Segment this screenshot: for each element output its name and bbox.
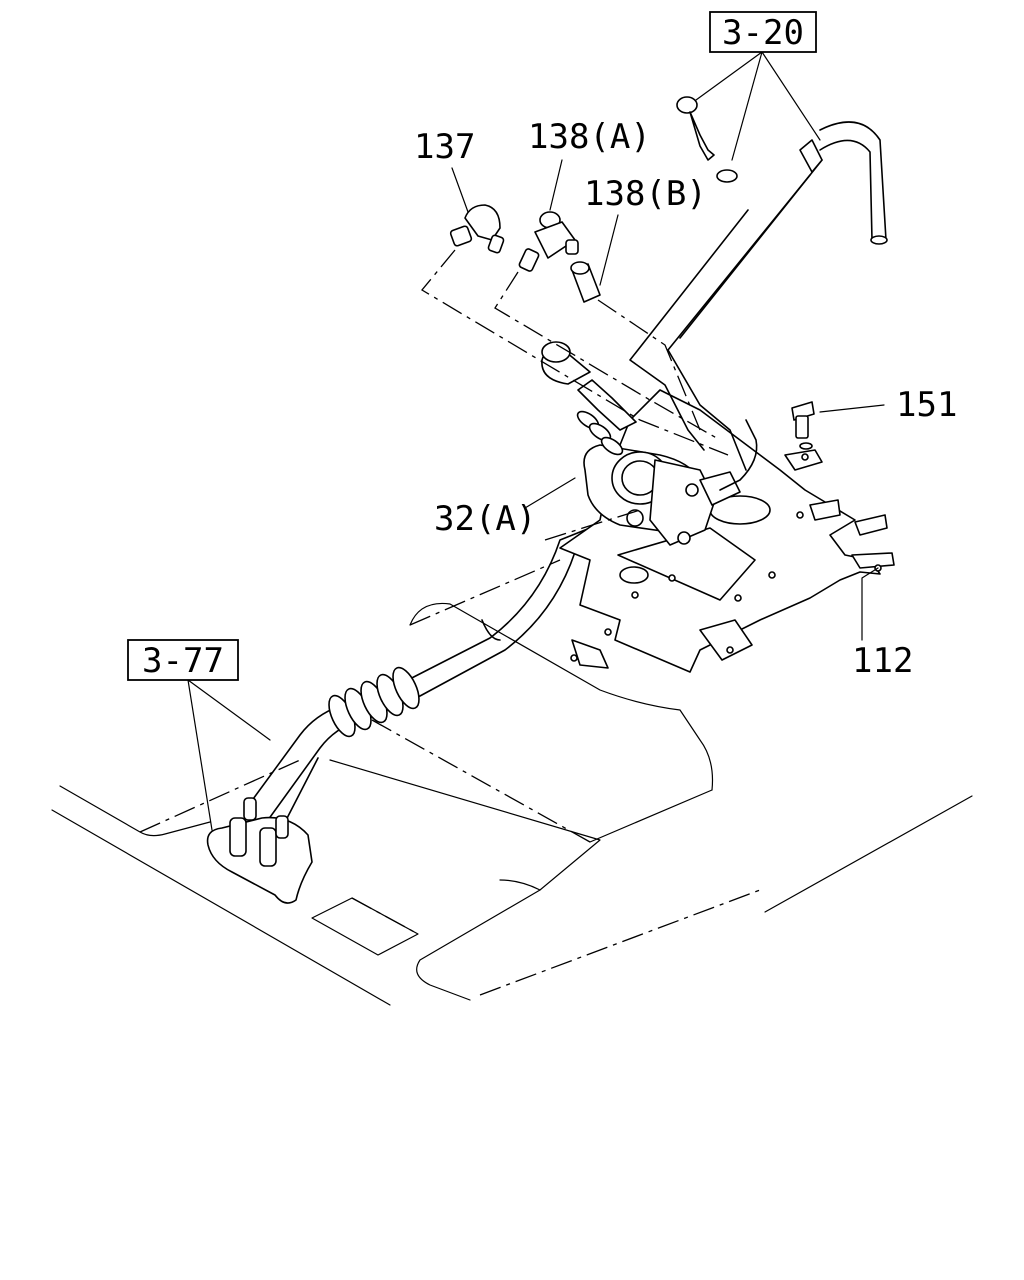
part-138b-adapter	[570, 261, 601, 303]
hose-assembly	[206, 519, 626, 904]
part-label-138a: 138(A)	[528, 117, 651, 157]
clutch-pipes	[629, 121, 888, 491]
part-label-32a: 32(A)	[434, 499, 536, 539]
part-label-151: 151	[896, 385, 957, 425]
part-label-137: 137	[414, 127, 475, 167]
ref-box-3-77[interactable]: 3-77	[127, 639, 239, 681]
fitting-plate	[206, 797, 313, 904]
ref-label-3-77: 3-77	[142, 641, 224, 681]
hose-sleeve	[328, 666, 420, 738]
part-label-138b: 138(B)	[584, 174, 707, 214]
part-label-112: 112	[852, 641, 913, 681]
bolt-3-20	[676, 96, 738, 183]
bolt-151	[791, 401, 815, 450]
ref-label-3-20: 3-20	[722, 13, 804, 53]
callout-leaders	[187, 51, 885, 831]
leader-lines	[421, 249, 729, 541]
part-137-elbow	[449, 204, 505, 254]
part-138a-fitting	[518, 211, 579, 272]
floor-panel	[51, 559, 973, 1006]
bracket-112	[559, 389, 895, 673]
clutch-master-cylinder	[541, 341, 741, 546]
ref-box-3-20[interactable]: 3-20	[709, 11, 817, 53]
